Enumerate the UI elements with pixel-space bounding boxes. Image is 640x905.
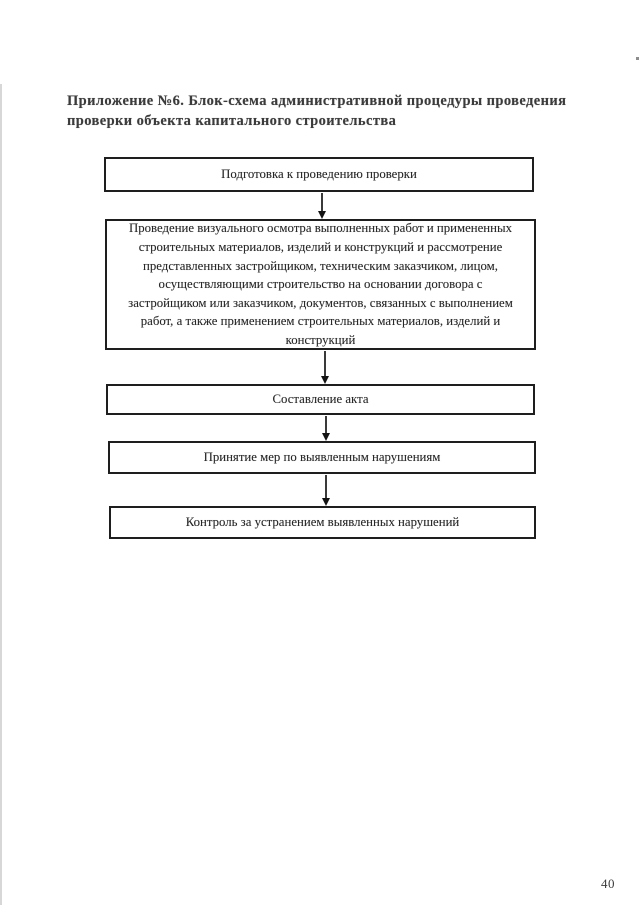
flow-node-control: Контроль за устранением выявленных наруш… [109, 506, 536, 539]
scan-artifact-speck [636, 57, 639, 60]
arrow-shaft [325, 475, 327, 498]
flow-arrow-2 [320, 351, 330, 384]
flow-arrow-1 [317, 193, 327, 219]
arrow-head-icon [322, 498, 330, 506]
flow-node-visual-inspection: Проведение визуального осмотра выполненн… [105, 219, 536, 350]
flow-arrow-3 [321, 416, 331, 441]
flow-node-measures: Принятие мер по выявленным нарушениям [108, 441, 536, 474]
flow-node-act-drafting: Составление акта [106, 384, 535, 415]
arrow-shaft [324, 351, 326, 376]
flow-arrow-4 [321, 475, 331, 506]
flow-node-preparation: Подготовка к проведению проверки [104, 157, 534, 192]
arrow-shaft [325, 416, 327, 433]
arrow-head-icon [318, 211, 326, 219]
arrow-head-icon [321, 376, 329, 384]
page-number: 40 [601, 876, 615, 891]
arrow-shaft [321, 193, 323, 211]
arrow-head-icon [322, 433, 330, 441]
page-title: Приложение №6. Блок-схема административн… [67, 93, 567, 129]
scan-artifact-left-edge [0, 84, 2, 905]
